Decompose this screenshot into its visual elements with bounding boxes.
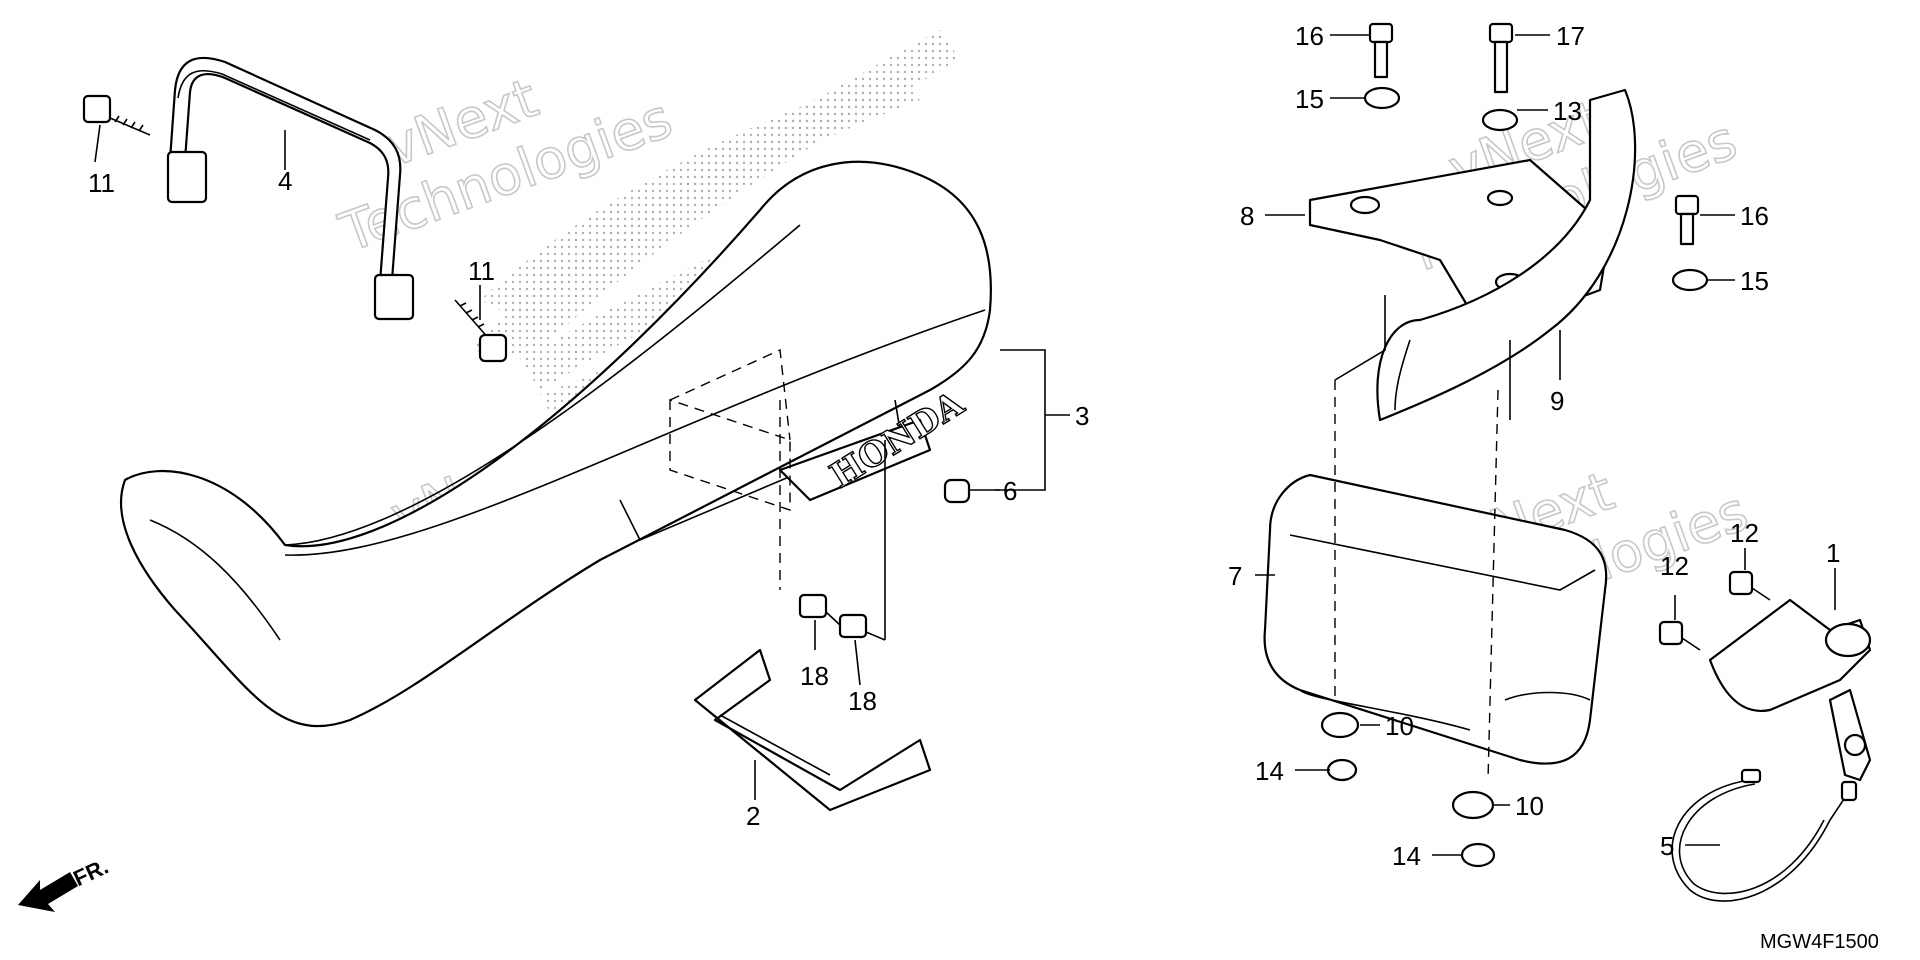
seat-bracket-part[interactable]: [693, 648, 932, 812]
callout-8: 8: [1240, 201, 1254, 231]
front-direction-arrow: FR.: [18, 854, 112, 912]
pouch-part-7[interactable]: [1263, 473, 1608, 765]
hidden-mount-outline: [669, 348, 791, 511]
strap-part-9[interactable]: [1376, 88, 1637, 422]
callout-7: 7: [1228, 561, 1242, 591]
grommet-14-upper[interactable]: [1326, 758, 1358, 782]
callout-18: 18: [800, 661, 829, 691]
callout-10: 10: [1385, 711, 1414, 741]
nut-10-upper[interactable]: [1320, 711, 1360, 739]
bolt-12-lower[interactable]: [1658, 620, 1701, 651]
callout-6: 6: [1003, 476, 1017, 506]
washer-15-right[interactable]: [1671, 268, 1709, 292]
diagram-code: MGW4F1500: [1760, 931, 1879, 953]
cable-part-5[interactable]: [1671, 768, 1858, 902]
fastener-guides: [1334, 295, 1511, 781]
bolt-18-left[interactable]: [779, 400, 841, 626]
callout-9: 9: [1550, 386, 1564, 416]
bolt-18-right[interactable]: [838, 440, 886, 641]
lock-part-1[interactable]: [1708, 598, 1872, 782]
callout-13: 13: [1553, 96, 1582, 126]
callout-12: 12: [1730, 518, 1759, 548]
washer-13[interactable]: [1481, 108, 1519, 132]
bolt-16-right[interactable]: [1674, 194, 1700, 246]
callout-11: 11: [88, 168, 115, 198]
washer-15-top[interactable]: [1363, 86, 1401, 110]
bolt-17[interactable]: [1488, 22, 1514, 94]
bolt-12-upper[interactable]: [1728, 570, 1771, 601]
callout-15: 15: [1740, 266, 1769, 296]
callout-3: 3: [1075, 401, 1089, 431]
bolt-11-upper[interactable]: [82, 94, 151, 136]
callout-5: 5: [1660, 831, 1674, 861]
callout-4: 4: [278, 166, 292, 196]
callout-17: 17: [1556, 21, 1585, 51]
callout-15: 15: [1295, 84, 1324, 114]
bolt-16-top[interactable]: [1368, 22, 1394, 79]
grab-rail-part[interactable]: [166, 56, 415, 321]
callout-11: 11: [468, 256, 495, 286]
callout-12: 12: [1660, 551, 1689, 581]
callout-16: 16: [1740, 201, 1769, 231]
callout-1: 1: [1826, 538, 1840, 568]
grommet-6[interactable]: [943, 478, 971, 504]
grommet-14-lower[interactable]: [1460, 842, 1496, 868]
nut-10-lower[interactable]: [1451, 790, 1495, 820]
bolt-11-lower[interactable]: [454, 299, 508, 363]
callout-18: 18: [848, 686, 877, 716]
seat-part[interactable]: HONDA: [120, 160, 992, 728]
callout-labels: 11 4 11 3 6 18 18 2 16 15 17 13 8 9 7 10…: [88, 21, 1840, 871]
callout-14: 14: [1392, 841, 1421, 871]
leader-lines: [94, 34, 1836, 856]
callout-16: 16: [1295, 21, 1324, 51]
callout-10: 10: [1515, 791, 1544, 821]
callout-2: 2: [746, 801, 760, 831]
callout-14: 14: [1255, 756, 1284, 786]
